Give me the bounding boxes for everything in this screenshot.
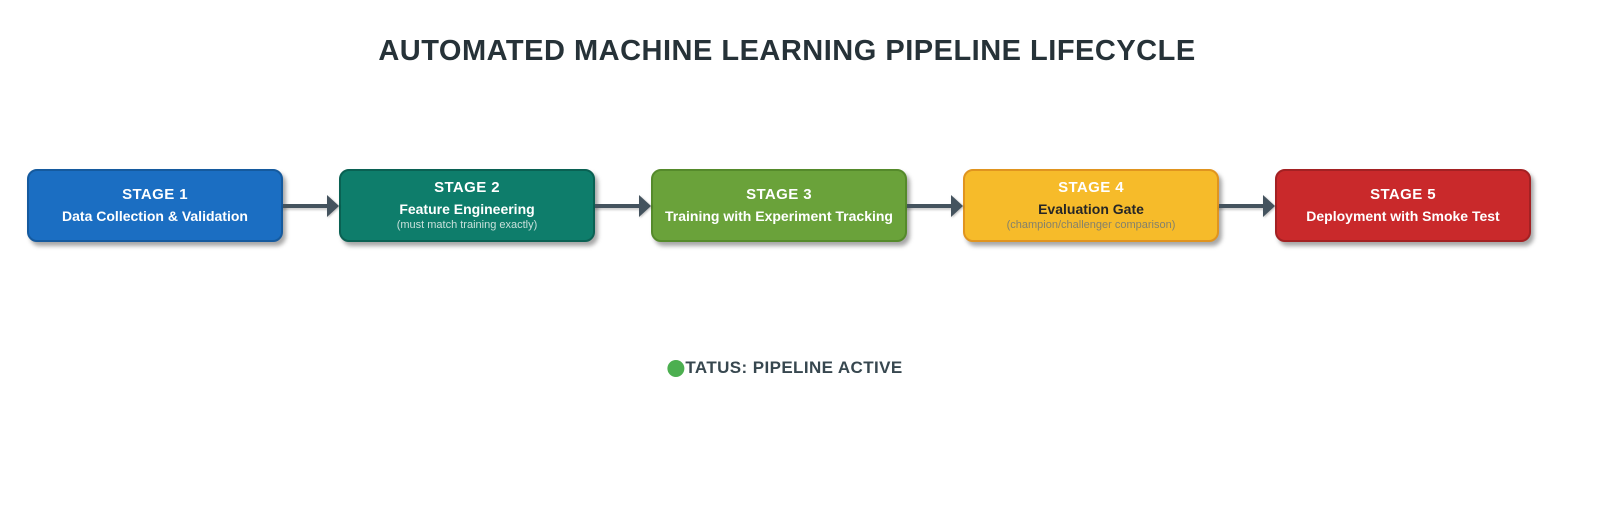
stage-label: STAGE 4 bbox=[1058, 179, 1124, 197]
stage-label: STAGE 2 bbox=[434, 179, 500, 197]
stage-title: Data Collection & Validation bbox=[62, 207, 248, 224]
connector-4-5 bbox=[1219, 169, 1275, 242]
status-line: TATUS: PIPELINE ACTIVE bbox=[667, 358, 902, 378]
status-dot-icon bbox=[667, 359, 685, 377]
stage-box-4: STAGE 4 Evaluation Gate (champion/challe… bbox=[963, 169, 1219, 242]
stage-box-5: STAGE 5 Deployment with Smoke Test bbox=[1275, 169, 1531, 242]
stage-box-1: STAGE 1 Data Collection & Validation bbox=[27, 169, 283, 242]
arrow-right-icon bbox=[327, 194, 339, 217]
stage-box-2: STAGE 2 Feature Engineering (must match … bbox=[339, 169, 595, 242]
stage-title: Feature Engineering bbox=[399, 200, 535, 217]
stage-label: STAGE 5 bbox=[1370, 186, 1436, 204]
stage-note: (must match training exactly) bbox=[396, 218, 538, 231]
arrow-right-icon bbox=[951, 194, 963, 217]
arrow-right-icon bbox=[1263, 194, 1275, 217]
arrow-right-icon bbox=[639, 194, 651, 217]
connector-3-4 bbox=[907, 169, 963, 242]
connector-line bbox=[1219, 203, 1264, 208]
page-title: AUTOMATED MACHINE LEARNING PIPELINE LIFE… bbox=[378, 35, 1196, 67]
pipeline-row: STAGE 1 Data Collection & Validation STA… bbox=[27, 169, 1531, 242]
stage-label: STAGE 3 bbox=[746, 186, 812, 204]
connector-line bbox=[595, 203, 640, 208]
stage-title: Evaluation Gate bbox=[1038, 200, 1144, 217]
status-text: TATUS: PIPELINE ACTIVE bbox=[685, 358, 903, 377]
connector-line bbox=[907, 203, 952, 208]
stage-note: (champion/challenger comparison) bbox=[1006, 218, 1176, 231]
stage-label: STAGE 1 bbox=[122, 186, 188, 204]
connector-1-2 bbox=[283, 169, 339, 242]
stage-title: Training with Experiment Tracking bbox=[665, 207, 893, 224]
stage-title: Deployment with Smoke Test bbox=[1306, 207, 1500, 224]
stage-box-3: STAGE 3 Training with Experiment Trackin… bbox=[651, 169, 907, 242]
connector-line bbox=[283, 203, 328, 208]
connector-2-3 bbox=[595, 169, 651, 242]
